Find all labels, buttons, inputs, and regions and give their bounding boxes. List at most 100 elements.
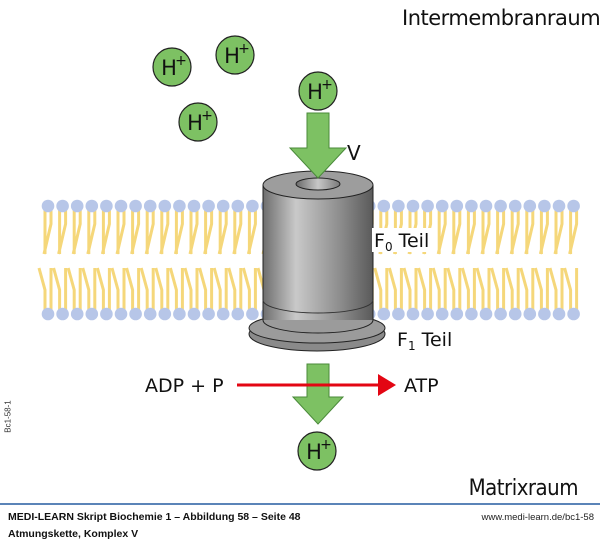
svg-text:+: + [175, 53, 187, 69]
lipid-head [246, 307, 259, 321]
lipid-head [202, 307, 215, 321]
proton-entry-arrow [288, 112, 348, 179]
footer-divider [0, 503, 600, 505]
lipid-tail [217, 206, 228, 255]
lipid-tail [446, 267, 462, 314]
lipid-head [406, 199, 420, 213]
lipid-head [406, 307, 420, 321]
lipid-head [552, 199, 566, 213]
lipid-head [450, 199, 464, 213]
lipid-tail [125, 267, 141, 314]
lipid-head [538, 307, 551, 321]
lipid-head [158, 307, 172, 321]
svg-text:H: H [306, 440, 322, 464]
proton: H + [178, 102, 218, 142]
lipid-head [538, 199, 551, 213]
lipid-tail [100, 206, 111, 255]
lipid-tail [451, 206, 462, 255]
lipid-head [100, 199, 113, 213]
lipid-tail [387, 267, 403, 314]
lipid-tail [509, 206, 520, 255]
lipid-head [231, 199, 245, 213]
svg-text:+: + [321, 77, 333, 93]
lipid-tail [436, 206, 447, 255]
lipid-tail [538, 206, 549, 255]
lipid-head [129, 307, 142, 321]
svg-text:+: + [320, 437, 332, 453]
lipid-head [435, 307, 449, 321]
f0-cylinder [262, 170, 374, 334]
lipid-tail [533, 267, 549, 314]
lipid-tail [373, 267, 389, 314]
lipid-head [85, 199, 99, 213]
figure-code: Bc1-58-1 [3, 400, 13, 433]
proton: H + [215, 35, 255, 75]
lipid-tail [173, 206, 184, 255]
lipid-head [41, 199, 55, 213]
lipid-tail [115, 206, 126, 255]
lipid-head [494, 199, 507, 213]
lipid-head [377, 307, 391, 321]
lipid-head [435, 199, 449, 213]
lipid-tail [227, 267, 243, 314]
intermembrane-space-label: Intermembranraum [402, 6, 600, 30]
lipid-tail [246, 206, 257, 255]
lipid-head [187, 307, 201, 321]
lipid-tail [198, 267, 214, 314]
f1-label: F1 Teil [397, 329, 452, 353]
lipid-head [100, 307, 113, 321]
lipid-head [158, 199, 172, 213]
lipid-head [85, 307, 99, 321]
lipid-tail [168, 267, 184, 314]
lipid-tail [524, 206, 535, 255]
proton-entry: H + [298, 71, 338, 111]
lipid-head [143, 307, 157, 321]
lipid-tail [110, 267, 126, 314]
lipid-head [246, 199, 259, 213]
lipid-tail [139, 267, 155, 314]
lipid-tail [144, 206, 155, 255]
lipid-tail [241, 267, 257, 314]
footer-url[interactable]: www.medi-learn.de/bc1-58 [481, 512, 594, 523]
lipid-tail [402, 267, 418, 314]
lipid-head [173, 199, 186, 213]
svg-text:F0 Teil: F0 Teil [374, 230, 429, 254]
proton-exit-arrow [291, 363, 345, 425]
lipid-head [465, 307, 478, 321]
lipid-tail [188, 206, 199, 255]
lipid-head [421, 307, 434, 321]
lipid-tail [159, 206, 170, 255]
cylinder-channel [295, 177, 341, 191]
proton: H + [152, 47, 192, 87]
lipid-head [41, 307, 55, 321]
lipid-tail [417, 267, 433, 314]
lipid-tail [203, 206, 214, 255]
f0-label: F0 Teil [372, 228, 434, 254]
lipid-tail [553, 206, 564, 255]
lipid-tail [57, 206, 68, 255]
lipid-tail [548, 267, 564, 314]
lipid-head [231, 307, 245, 321]
lipid-tail [480, 206, 491, 255]
svg-text:+: + [238, 41, 250, 57]
lipid-head [114, 307, 128, 321]
lipid-head [494, 307, 507, 321]
lipid-tail [86, 206, 97, 255]
lipid-head [465, 199, 478, 213]
lipid-tail [130, 206, 141, 255]
lipid-head [552, 307, 566, 321]
lipid-tail [465, 206, 476, 255]
lipid-tail [495, 206, 506, 255]
v-label: V [347, 141, 361, 165]
reaction-arrow-head [378, 374, 396, 396]
lipid-head [216, 307, 230, 321]
lipid-tail [66, 267, 82, 314]
lipid-head [187, 199, 201, 213]
svg-text:+: + [201, 108, 213, 124]
lipid-tail [475, 267, 491, 314]
lipid-head [523, 307, 537, 321]
lipid-tail [519, 267, 535, 314]
lipid-tail [183, 267, 199, 314]
lipid-tail [460, 267, 476, 314]
